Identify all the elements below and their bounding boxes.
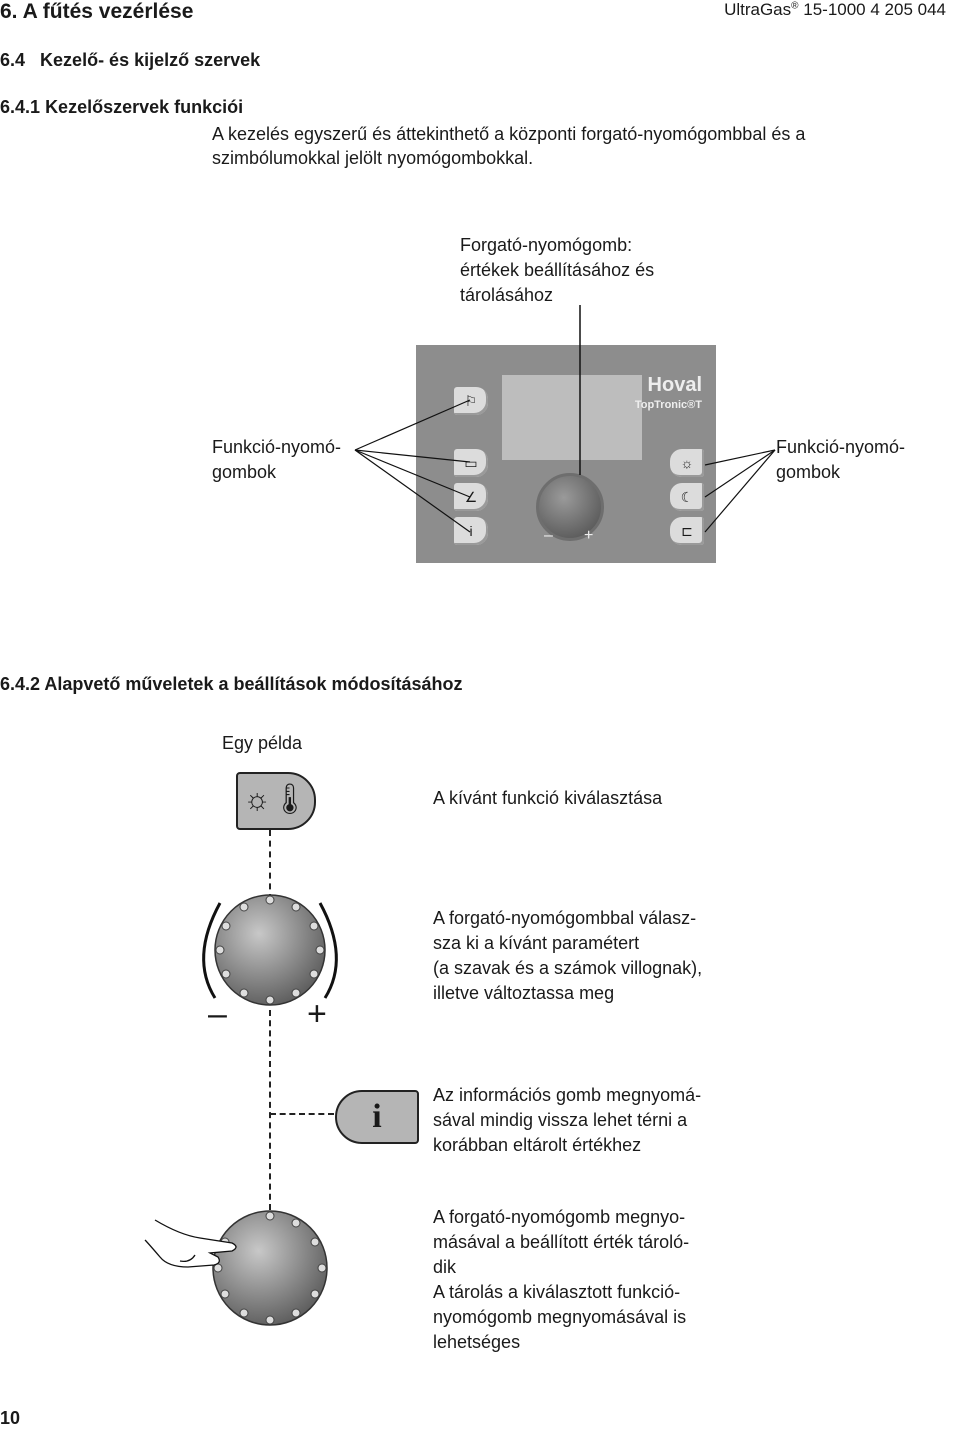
right-buttons-label-2: gombok: [776, 462, 841, 482]
display-screen: [502, 375, 642, 460]
page-number: 10: [0, 1408, 21, 1428]
step2-line-2: sza ki a kívánt paramétert: [433, 933, 640, 953]
pressing-hand-icon: [144, 1219, 237, 1268]
knob-label-line-1: Forgató-nyomógomb:: [460, 235, 633, 255]
info-button-small[interactable]: i: [454, 517, 488, 545]
step3-line-2: sával mindig vissza lehet térni a: [433, 1110, 688, 1130]
doc-reference: UltraGas® 15-1000 4 205 044: [724, 0, 946, 20]
knob-direction-labels: – +: [544, 527, 593, 545]
rotary-knob[interactable]: [536, 473, 604, 541]
step2-line-4: illetve változtassa meg: [433, 983, 615, 1003]
section-6-4-1-heading: 6.4.1 Kezelőszervek funkciói: [0, 97, 243, 118]
dashed-connector-2: [269, 1010, 271, 1210]
step4-line-2: másával a beállított érték tároló-: [433, 1232, 690, 1252]
day-temp-button[interactable]: ☼: [670, 449, 704, 477]
section-title: Kezelő- és kijelző szervek: [40, 50, 261, 70]
step3-line-3: korábban eltárolt értékhez: [433, 1135, 642, 1155]
section-number: 6.4.2: [0, 674, 41, 694]
chapter-title: 6. A fűtés vezérlése: [0, 0, 194, 23]
plus-sign: +: [584, 527, 594, 544]
party-button[interactable]: ⚐: [454, 387, 488, 415]
night-temp-button[interactable]: ☾: [670, 483, 704, 511]
step3-line-1: Az információs gomb megnyomá-: [433, 1085, 702, 1105]
rotary-knob-figure: [202, 894, 338, 1006]
section-number: 6.4.1: [0, 97, 41, 117]
sun-thermometer-icon: ☼🌡: [243, 783, 309, 816]
mode-button[interactable]: ▭: [454, 449, 488, 477]
product-name: UltraGas: [724, 0, 792, 19]
step4-line-3: dik: [433, 1257, 457, 1277]
dashed-connector-1: [269, 830, 271, 900]
info-button[interactable]: i: [335, 1090, 419, 1144]
registered-mark: ®: [791, 0, 799, 12]
curve-button[interactable]: ∠: [454, 483, 488, 511]
left-buttons-label-2: gombok: [212, 462, 277, 482]
step2-line-3: (a szavak és a számok villognak),: [433, 958, 703, 978]
section-title: Kezelőszervek funkciói: [45, 97, 244, 117]
day-temp-function-button[interactable]: ☼🌡: [236, 772, 316, 830]
knob-press-figure: [144, 1210, 328, 1326]
step4-line-1: A forgató-nyomógomb megnyo-: [433, 1207, 686, 1227]
step2-line-1: A forgató-nyomógombbal válasz-: [433, 908, 697, 928]
step4-line-6: lehetséges: [433, 1332, 521, 1352]
hot-water-button[interactable]: ⊏: [670, 517, 704, 545]
step4-line-4: A tárolás a kiválasztott funkció-: [433, 1282, 681, 1302]
brand-model: TopTronic®T: [634, 399, 702, 411]
left-buttons-label-1: Funkció-nyomó-: [212, 437, 342, 457]
right-buttons-label-1: Funkció-nyomó-: [776, 437, 906, 457]
step1-text: A kívánt funkció kiválasztása: [433, 788, 663, 808]
section-number: 6.4: [0, 50, 26, 70]
intro-line-1: A kezelés egyszerű és áttekinthető a köz…: [212, 124, 806, 144]
section-title: Alapvető műveletek a beállítások módosít…: [44, 674, 463, 694]
info-icon: i: [372, 1098, 382, 1135]
minus-sign: –: [208, 995, 227, 1033]
dashed-connector-3: [270, 1113, 334, 1115]
section-6-4-heading: 6.4 Kezelő- és kijelző szervek: [0, 50, 260, 71]
step4-line-5: nyomógomb megnyomásával is: [433, 1307, 687, 1327]
plus-sign: +: [307, 995, 327, 1033]
knob-label-line-2: értékek beállításához és: [460, 260, 655, 280]
minus-sign: –: [544, 527, 553, 544]
intro-line-2: szimbólumokkal jelölt nyomógombokkal.: [212, 148, 534, 168]
doc-code: 15-1000 4 205 044: [803, 0, 946, 19]
example-label: Egy példa: [222, 733, 303, 753]
knob-label-line-3: tárolásához: [460, 285, 554, 305]
callout-lines: [354, 305, 776, 533]
brand-name: Hoval: [647, 374, 702, 396]
section-6-4-2-heading: 6.4.2 Alapvető műveletek a beállítások m…: [0, 674, 463, 695]
